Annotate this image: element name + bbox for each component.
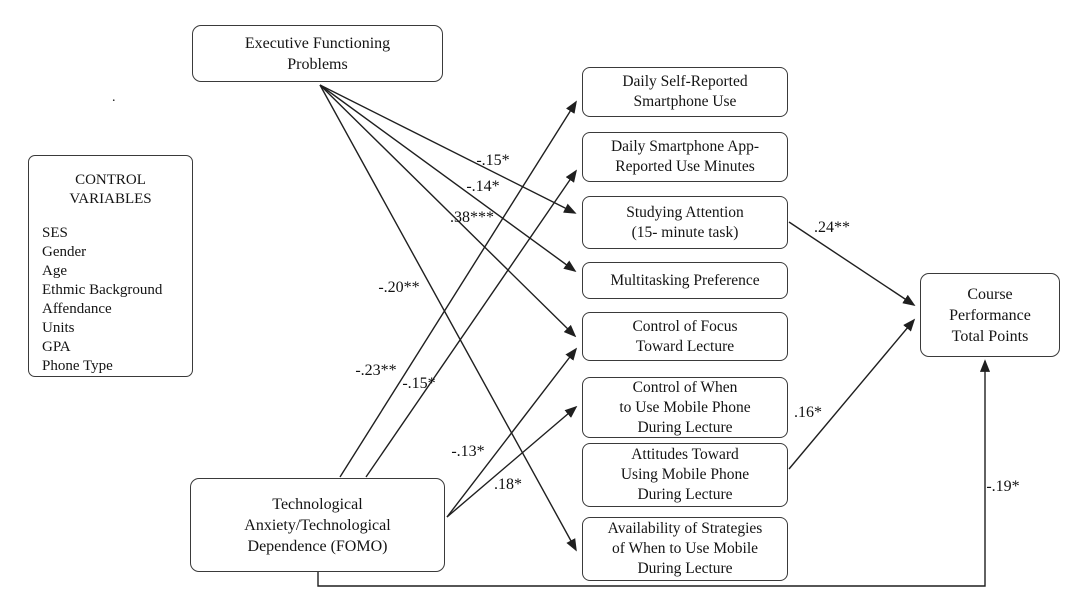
box-studying-attention: Studying Attention(15- minute task) xyxy=(582,196,788,249)
box-daily-app-reported-use-minutes: Daily Smartphone App-Reported Use Minute… xyxy=(582,132,788,182)
box-daily-app-reported-use-minutes-label: Daily Smartphone App-Reported Use Minute… xyxy=(610,138,760,175)
path-efp-to-studying-attention xyxy=(319,84,577,214)
coef-efp-availability-of-strategies: -.20** xyxy=(378,279,420,296)
box-multitasking-preference-label: Multitasking Preference xyxy=(610,271,760,289)
path-fomo-to-control-of-when xyxy=(446,405,578,518)
box-multitasking-preference: Multitasking Preference xyxy=(582,262,788,299)
path-attitudes-to-course-performance xyxy=(788,318,916,470)
coef-fomo-control-of-focus: -.13* xyxy=(451,443,485,460)
coef-fomo-control-of-when: .18* xyxy=(494,476,522,493)
box-studying-attention-label: Studying Attention(15- minute task) xyxy=(626,203,744,241)
coef-attitudes-course-performance: .16* xyxy=(794,404,822,421)
coef-fomo-course-performance: -.19* xyxy=(986,478,1020,495)
path-fomo-to-app-reported-minutes xyxy=(365,169,577,478)
coef-efp-studying-attention: -.15* xyxy=(476,152,510,169)
coef-studying-attention-course-performance: .24** xyxy=(814,219,850,236)
path-efp-to-control-of-focus xyxy=(319,84,577,338)
path-fomo-to-control-of-focus xyxy=(446,347,578,518)
coef-efp-control-of-focus: .38*** xyxy=(450,209,494,226)
path-studying-attention-to-course-performance xyxy=(788,221,916,306)
coef-fomo-app-reported-minutes: -.15* xyxy=(402,375,436,392)
path-fomo-to-course-performance xyxy=(317,359,991,587)
path-efp-to-availability-of-strategies xyxy=(319,84,577,552)
path-efp-to-multitasking-preference xyxy=(319,84,577,273)
stray-dot: . xyxy=(112,90,116,105)
path-fomo-to-daily-self-reported-use xyxy=(339,100,577,478)
coef-fomo-daily-self-reported-use: -.23** xyxy=(355,362,397,379)
coef-efp-multitasking-preference: -.14* xyxy=(466,178,500,195)
